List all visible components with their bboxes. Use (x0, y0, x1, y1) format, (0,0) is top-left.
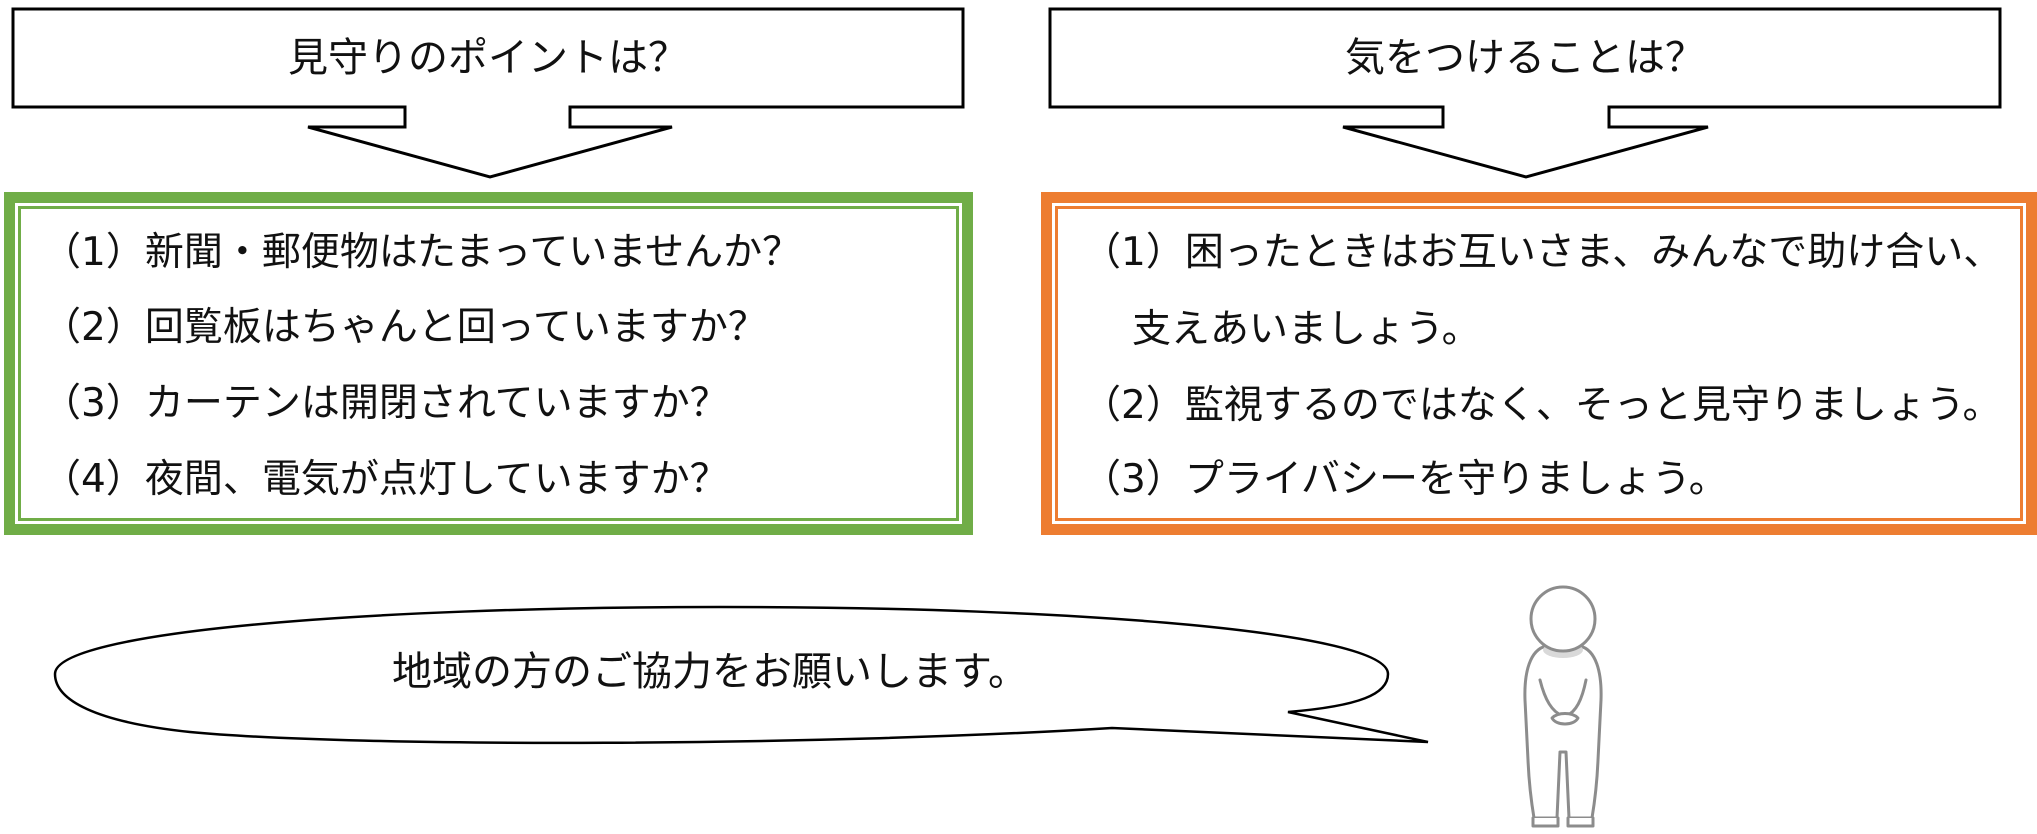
speech-bubble-text: 地域の方のご協力をお願いします。 (392, 649, 1028, 695)
watch-points-list: （1）新聞・郵便物はたまっていませんか？ （2）回覧板はちゃんと回っていますか？… (42, 0, 942, 834)
list-item: （1）新聞・郵便物はたまっていませんか？ (42, 230, 802, 275)
watch-points-callout-shape (11, 7, 965, 179)
cautions-heading: 気をつけることは？ (1345, 35, 1705, 81)
list-item: （1）困ったときはお互いさま、みんなで助け合い、 (1082, 230, 2003, 275)
speech-bubble-shape (53, 605, 1429, 745)
watch-points-box (4, 192, 973, 535)
list-item: （3）プライバシーを守りましょう。 (1082, 457, 1728, 502)
cautions-list: （1）困ったときはお互いさま、みんなで助け合い、 支えあいましょう。 （2）監視… (1082, 0, 2022, 834)
watch-points-box-inner-border (18, 206, 959, 521)
cautions-box (1041, 192, 2037, 535)
list-item: （4）夜間、電気が点灯していますか？ (42, 457, 729, 502)
bowing-person-icon (1523, 585, 1603, 828)
watch-points-heading: 見守りのポイントは？ (288, 35, 688, 81)
list-item: （3）カーテンは開閉されていますか？ (42, 381, 729, 426)
list-item: （2）監視するのではなく、そっと見守りましょう。 (1082, 383, 2002, 428)
list-item-continuation: 支えあいましょう。 (1132, 307, 1481, 352)
list-item: （2）回覧板はちゃんと回っていますか？ (42, 305, 767, 350)
cautions-box-inner-border (1055, 206, 2023, 521)
cautions-callout-shape (1048, 7, 2002, 179)
